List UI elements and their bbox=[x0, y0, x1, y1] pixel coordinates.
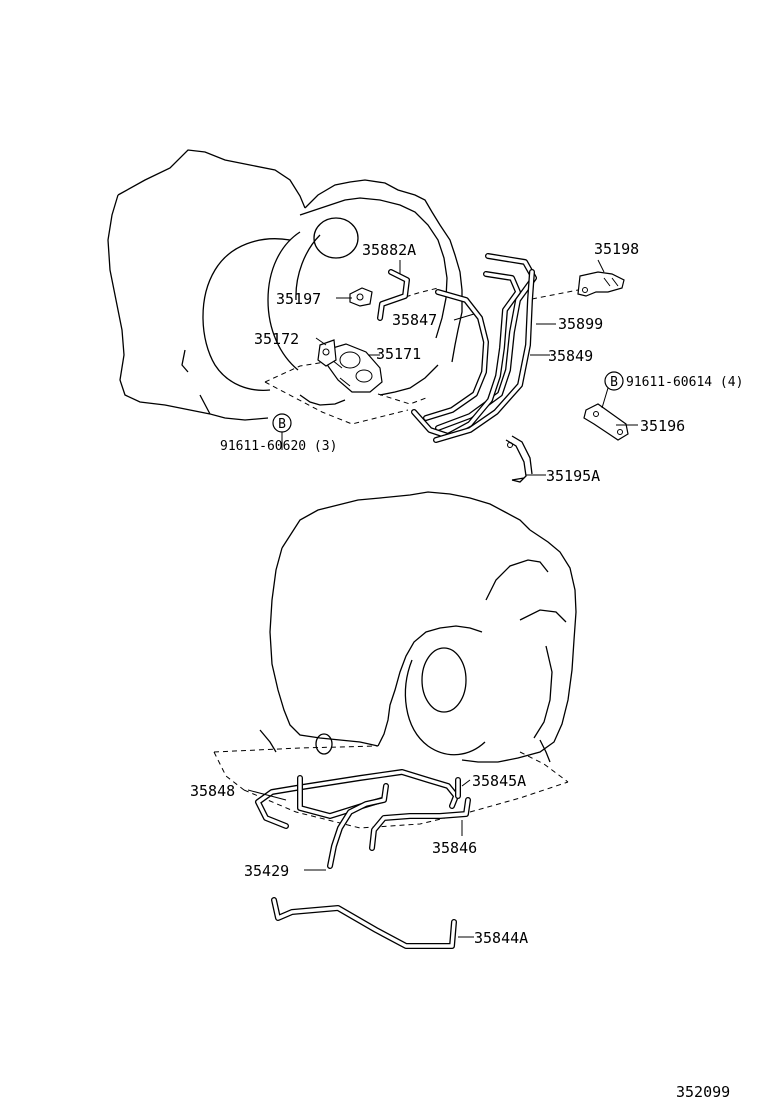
part-labels: 35198 35882A 35197 35847 35899 35172 351… bbox=[190, 240, 743, 947]
bolt-symbol: B bbox=[278, 417, 286, 432]
label-35848: 35848 bbox=[190, 782, 235, 800]
label-35882a: 35882A bbox=[362, 241, 416, 259]
label-35844a: 35844A bbox=[474, 929, 528, 947]
part-35848-pipe bbox=[255, 769, 459, 829]
part-35196-bracket bbox=[583, 403, 629, 441]
label-35171: 35171 bbox=[376, 345, 421, 363]
label-35172: 35172 bbox=[254, 330, 299, 348]
part-35198-bracket bbox=[577, 271, 625, 297]
lower-transaxle-housing bbox=[259, 491, 577, 763]
label-35845a: 35845A bbox=[472, 772, 526, 790]
part-35882a-pipe bbox=[377, 269, 410, 321]
label-91611-60614: 91611-60614 (4) bbox=[626, 375, 743, 390]
label-35849: 35849 bbox=[548, 347, 593, 365]
label-35197: 35197 bbox=[276, 290, 321, 308]
leader-lines bbox=[247, 259, 638, 938]
part-35171-oil-cooler-union bbox=[325, 343, 383, 393]
bolt-callout-lower: B bbox=[272, 413, 292, 433]
upper-transaxle-housing bbox=[107, 149, 463, 421]
part-35849-pipe bbox=[411, 269, 535, 443]
label-35198: 35198 bbox=[594, 240, 639, 258]
diagram-code: 352099 bbox=[676, 1083, 730, 1101]
label-35899: 35899 bbox=[558, 315, 603, 333]
part-35195a-bracket bbox=[505, 435, 533, 483]
label-35196: 35196 bbox=[640, 417, 685, 435]
label-35195a: 35195A bbox=[546, 467, 600, 485]
part-35846-pipe bbox=[369, 797, 471, 851]
label-35429: 35429 bbox=[244, 862, 289, 880]
label-91611-60620: 91611-60620 (3) bbox=[220, 439, 337, 454]
part-35844a-pipe bbox=[271, 897, 457, 949]
part-35429-pipe bbox=[327, 783, 389, 869]
part-35172-gasket bbox=[317, 339, 337, 367]
part-35847-pipe bbox=[423, 289, 489, 421]
label-35846: 35846 bbox=[432, 839, 477, 857]
part-35197-clamp bbox=[349, 287, 373, 307]
label-35847: 35847 bbox=[392, 311, 437, 329]
lower-mounting-outline bbox=[213, 745, 569, 829]
bolt-callout-upper: B bbox=[604, 371, 624, 391]
bolt-symbol: B bbox=[610, 375, 618, 390]
